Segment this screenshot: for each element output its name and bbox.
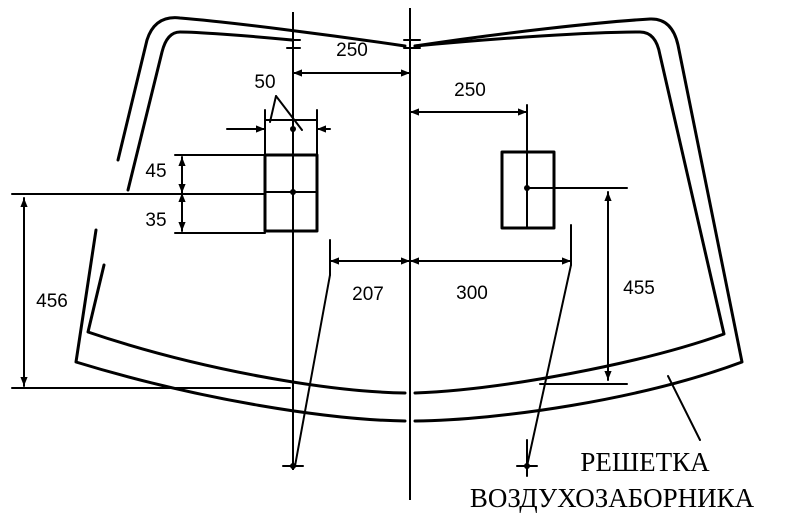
leader-caption (667, 375, 701, 441)
dim-text-top-right: 250 (454, 80, 486, 101)
windshield-inner-right (413, 30, 726, 395)
dim-text-lower-right: 300 (456, 283, 488, 304)
dim-text-lower-height: 35 (145, 210, 166, 231)
dim-text-right-height: 455 (623, 278, 655, 299)
left-sticker-center-dot (290, 189, 296, 195)
left-sticker-top-dot (290, 126, 296, 132)
windshield-inner-left-lower (86, 263, 407, 395)
leader-right-bottom (526, 264, 572, 467)
caption-line-1: РЕШЕТКА (580, 447, 710, 477)
dim-text-lower-left: 207 (352, 284, 384, 305)
bottom-point-left (290, 463, 296, 469)
right-sticker-center-dot (524, 185, 530, 191)
caption-line-2: ВОЗДУХОЗАБОРНИКА (470, 483, 755, 513)
dim-text-left-height: 456 (36, 291, 68, 312)
dim-text-upper-height: 45 (145, 161, 166, 182)
windshield-outer-left (116, 16, 407, 162)
dim-text-top-left: 250 (336, 40, 368, 61)
windshield-inner-left (126, 30, 294, 192)
windshield-outer-right (413, 17, 744, 423)
bottom-point-right (524, 463, 530, 469)
windshield-outer-left-lower (74, 228, 407, 423)
leader-50-b (275, 95, 303, 131)
leader-left-bottom (294, 274, 331, 467)
dim-text-width: 50 (254, 72, 275, 93)
leader-50-a (269, 95, 277, 123)
